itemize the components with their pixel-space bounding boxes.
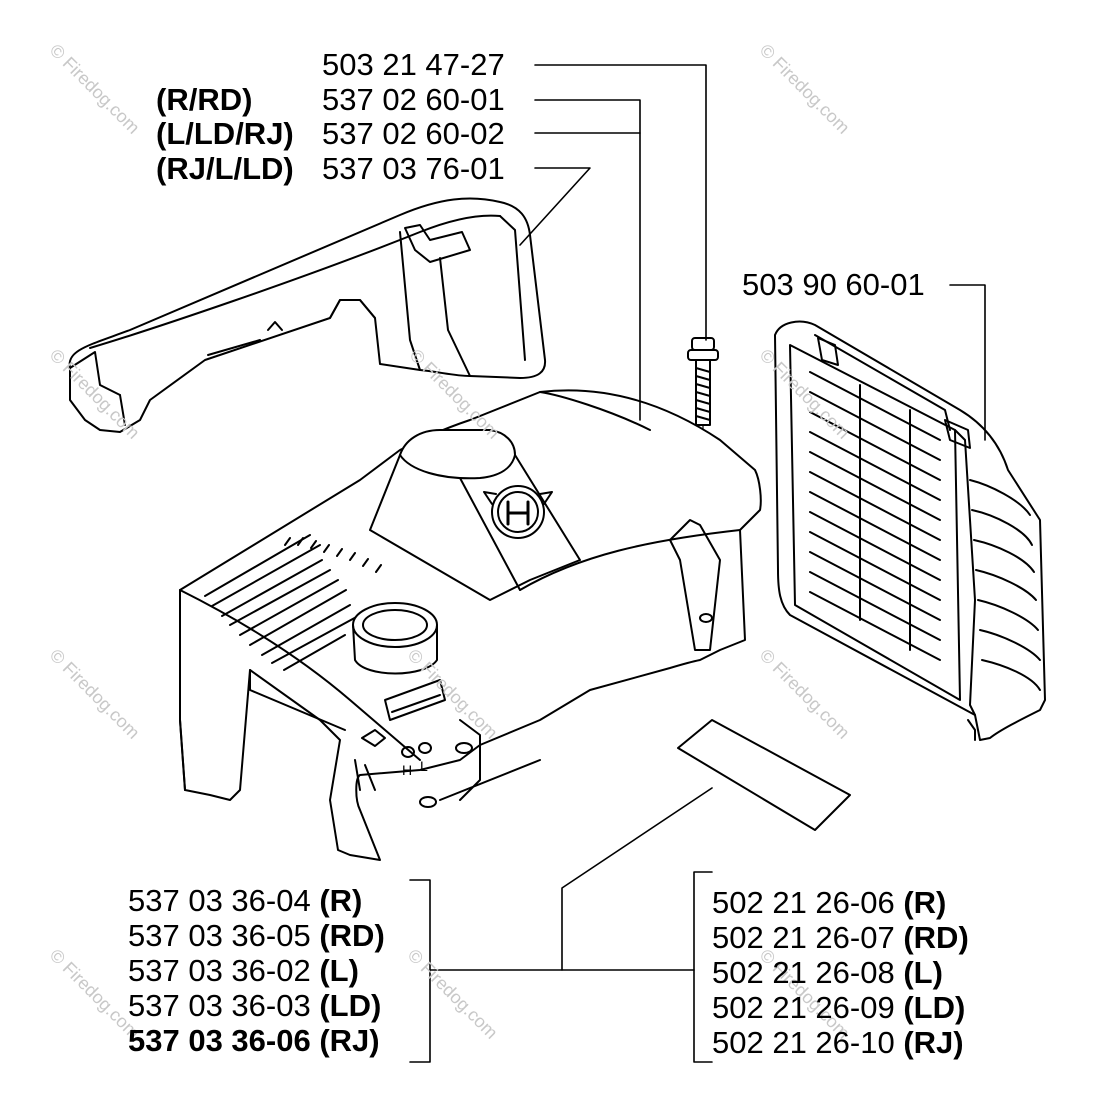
list-item: 537 03 36-02 (L) <box>128 954 359 988</box>
variant-label: (R) <box>319 883 363 918</box>
part-number: 502 21 26-08 <box>712 955 895 990</box>
variant-label: (RJ) <box>319 1023 380 1058</box>
part-number: 537 03 36-04 <box>128 883 311 918</box>
part-number: 537 03 76-01 <box>322 151 505 186</box>
list-item: 537 03 36-05 (RD) <box>128 919 385 953</box>
variant-label: (R) <box>903 885 947 920</box>
part-number: 537 02 60-01 <box>322 82 505 117</box>
grille-drawing <box>774 320 1046 741</box>
list-item: 502 21 26-06 (R) <box>712 886 946 920</box>
variant-label: (L) <box>903 955 943 990</box>
variant-label: (RJ) <box>903 1025 964 1060</box>
variant-label: (RD) <box>319 918 385 953</box>
list-item: 537 03 36-04 (R) <box>128 884 362 918</box>
grille-louvers <box>969 479 1041 691</box>
part-number: 537 03 36-02 <box>128 953 311 988</box>
grille-part-number: 503 90 60-01 <box>742 267 925 302</box>
variant-label: (R/RD) <box>156 82 253 117</box>
part-number: 537 02 60-02 <box>322 116 505 151</box>
decal-letter-h: H <box>402 762 413 778</box>
grille-ribs <box>809 371 941 661</box>
leader-lines <box>409 64 986 1063</box>
vent-slots <box>204 534 382 671</box>
variant-label: (L/LD/RJ) <box>156 116 294 151</box>
variant-label: (LD) <box>903 990 966 1025</box>
decal-drawing <box>677 719 851 831</box>
list-item: 502 21 26-07 (RD) <box>712 921 969 955</box>
part-number: 502 21 26-10 <box>712 1025 895 1060</box>
decal-letter-l: L <box>420 758 428 774</box>
list-item: 537 03 36-06 (RJ) <box>128 1024 380 1058</box>
top-cover-drawing <box>68 197 547 433</box>
cylinder-cover-drawing <box>179 389 762 861</box>
part-number: 503 21 47-27 <box>322 47 505 82</box>
part-number: 502 21 26-06 <box>712 885 895 920</box>
variant-label: (RJ/L/LD) <box>156 151 294 186</box>
list-item: 502 21 26-09 (LD) <box>712 991 965 1025</box>
part-number: 537 03 36-03 <box>128 988 311 1023</box>
list-item: 502 21 26-08 (L) <box>712 956 943 990</box>
list-item: 502 21 26-10 (RJ) <box>712 1026 964 1060</box>
part-number: 502 21 26-07 <box>712 920 895 955</box>
list-item: 537 03 36-03 (LD) <box>128 989 381 1023</box>
variant-label: (L) <box>319 953 359 988</box>
variant-label: (RD) <box>903 920 969 955</box>
variant-label: (LD) <box>319 988 382 1023</box>
part-number: 537 03 36-05 <box>128 918 311 953</box>
part-number: 502 21 26-09 <box>712 990 895 1025</box>
part-number: 537 03 36-06 <box>128 1023 311 1058</box>
